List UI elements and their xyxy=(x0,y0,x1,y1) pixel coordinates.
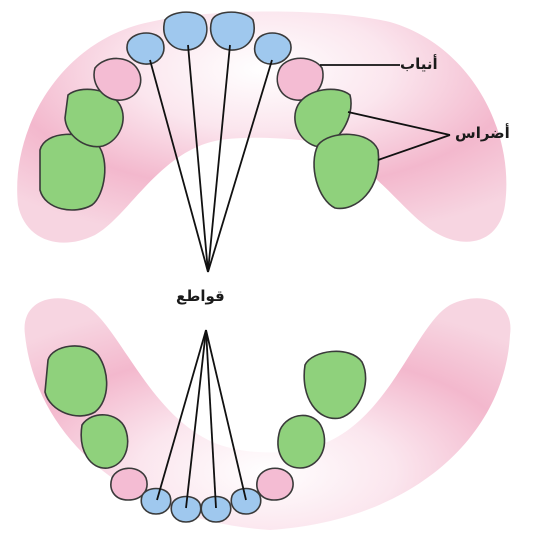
upper-incisor-central-left xyxy=(164,12,207,50)
lower-incisor-lateral-right xyxy=(231,489,260,515)
label-molars: أضراس xyxy=(455,124,510,142)
upper-molar-right-back xyxy=(314,134,379,208)
lower-molar-left-back xyxy=(45,346,107,416)
upper-incisor-central-right xyxy=(211,12,254,50)
label-incisors: قواطع xyxy=(176,287,225,305)
lower-incisor-lateral-left xyxy=(141,489,170,515)
lower-molar-right-front xyxy=(278,415,324,468)
upper-incisor-lateral-left xyxy=(127,33,164,64)
label-canines: أنياب xyxy=(400,55,438,73)
lower-canine-right xyxy=(257,468,293,500)
lower-molar-left-front xyxy=(81,415,127,468)
upper-incisor-lateral-right xyxy=(255,33,291,64)
lower-molar-right-back xyxy=(304,351,365,418)
